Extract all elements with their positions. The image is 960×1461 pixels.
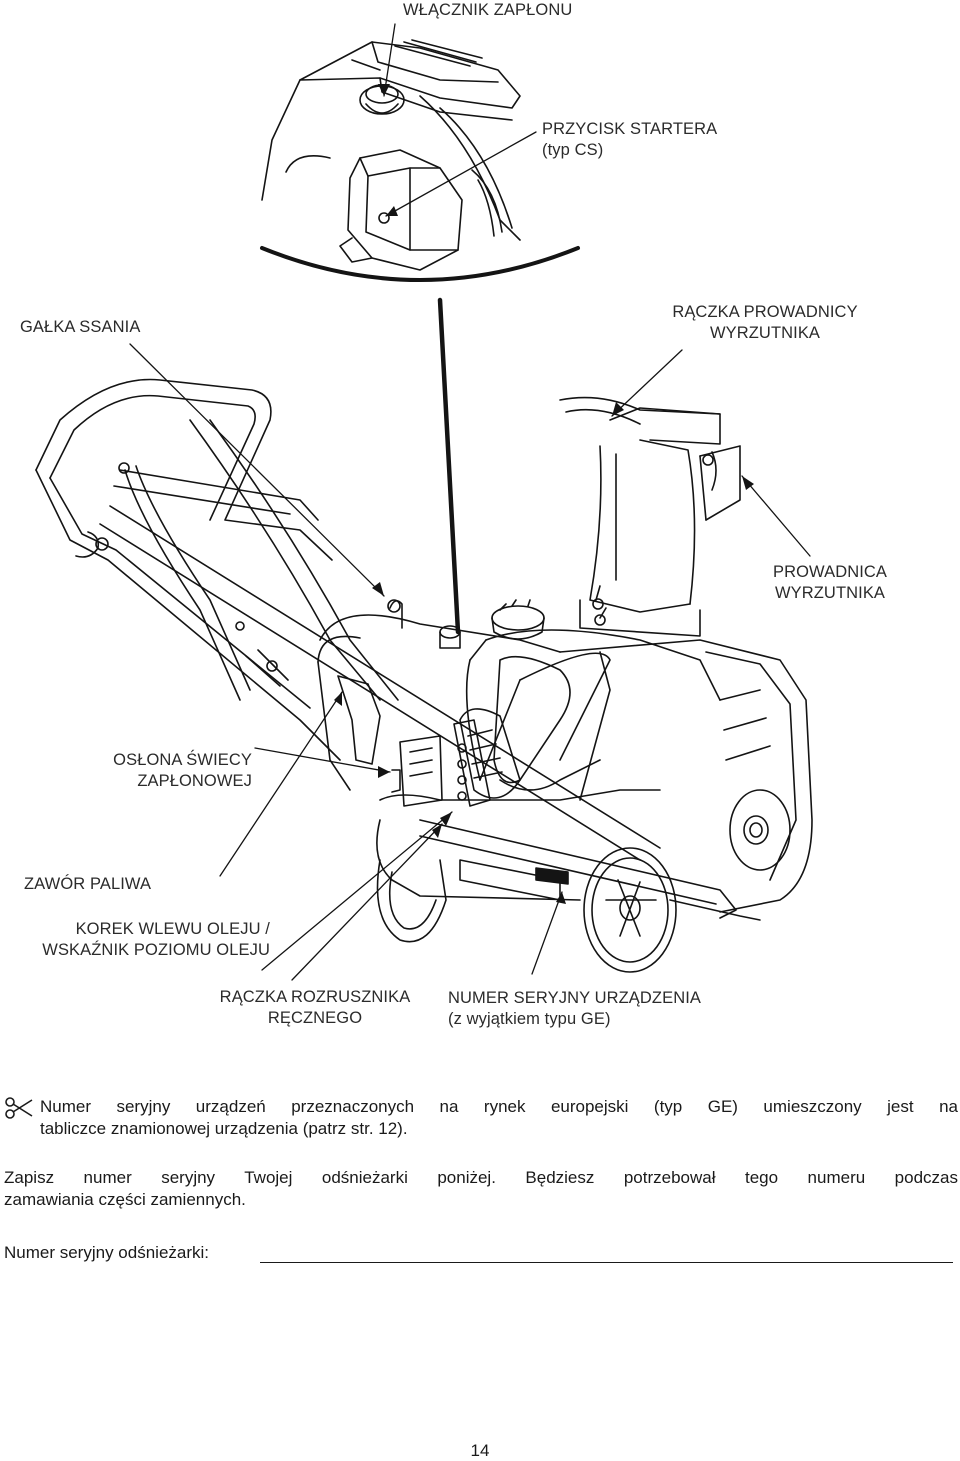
label-serial-number-location: NUMER SERYJNY URZĄDZENIA (z wyjątkiem ty… xyxy=(448,989,701,1028)
control-bar xyxy=(100,506,660,860)
note-line: Numer seryjny urządzeń przeznaczonych na… xyxy=(40,1097,958,1116)
chute-guide-knob xyxy=(703,455,713,465)
record-line: Zapisz numer seryjny Twojej odśnieżarki … xyxy=(4,1168,958,1187)
record-paragraph: Zapisz numer seryjny Twojej odśnieżarki … xyxy=(4,1167,958,1211)
page-number: 14 xyxy=(470,1441,490,1460)
serial-number-field[interactable] xyxy=(260,1262,953,1263)
record-line: zamawiania części zamiennych. xyxy=(4,1190,246,1209)
leader-lines xyxy=(130,24,810,980)
label-chute-guide-handle: RĄCZKA PROWADNICY WYRZUTNIKA xyxy=(672,303,858,342)
spark-plug-cover xyxy=(338,676,380,764)
note-scissors-icon xyxy=(5,1097,33,1119)
discharge-chute xyxy=(560,398,740,636)
handle-assembly xyxy=(36,380,398,761)
leader-arrowheads xyxy=(334,84,754,904)
starter-button-icon xyxy=(379,213,389,223)
control-panel-inset xyxy=(262,40,578,632)
label-chute-guide: PROWADNICA WYRZUTNIKA xyxy=(772,563,888,602)
auger-housing xyxy=(377,640,812,972)
engine-body xyxy=(318,600,720,806)
note-paragraph: Numer seryjny urządzeń przeznaczonych na… xyxy=(40,1096,958,1140)
label-recoil-starter-grip: RĄCZKA ROZRUSZNIKA RĘCZNEGO xyxy=(219,988,411,1027)
label-fuel-valve: ZAWÓR PALIWA xyxy=(24,875,152,893)
serial-plate xyxy=(536,868,568,884)
snowblower-diagram xyxy=(0,0,960,1070)
note-line: tabliczce znamionowej urządzenia (patrz … xyxy=(40,1119,408,1138)
serial-number-label: Numer seryjny odśnieżarki: xyxy=(4,1243,210,1262)
label-starter-button: PRZYCISK STARTERA (typ CS) xyxy=(542,120,718,159)
label-spark-plug-cover: OSŁONA ŚWIECY ZAPŁONOWEJ xyxy=(113,751,252,790)
label-ignition-switch: WŁĄCZNIK ZAPŁONU xyxy=(403,1,573,19)
label-oil-filler-cap: KOREK WLEWU OLEJU / WSKAŹNIK POZIOMU OLE… xyxy=(42,920,270,959)
label-choke-knob: GAŁKA SSANIA xyxy=(20,318,141,336)
